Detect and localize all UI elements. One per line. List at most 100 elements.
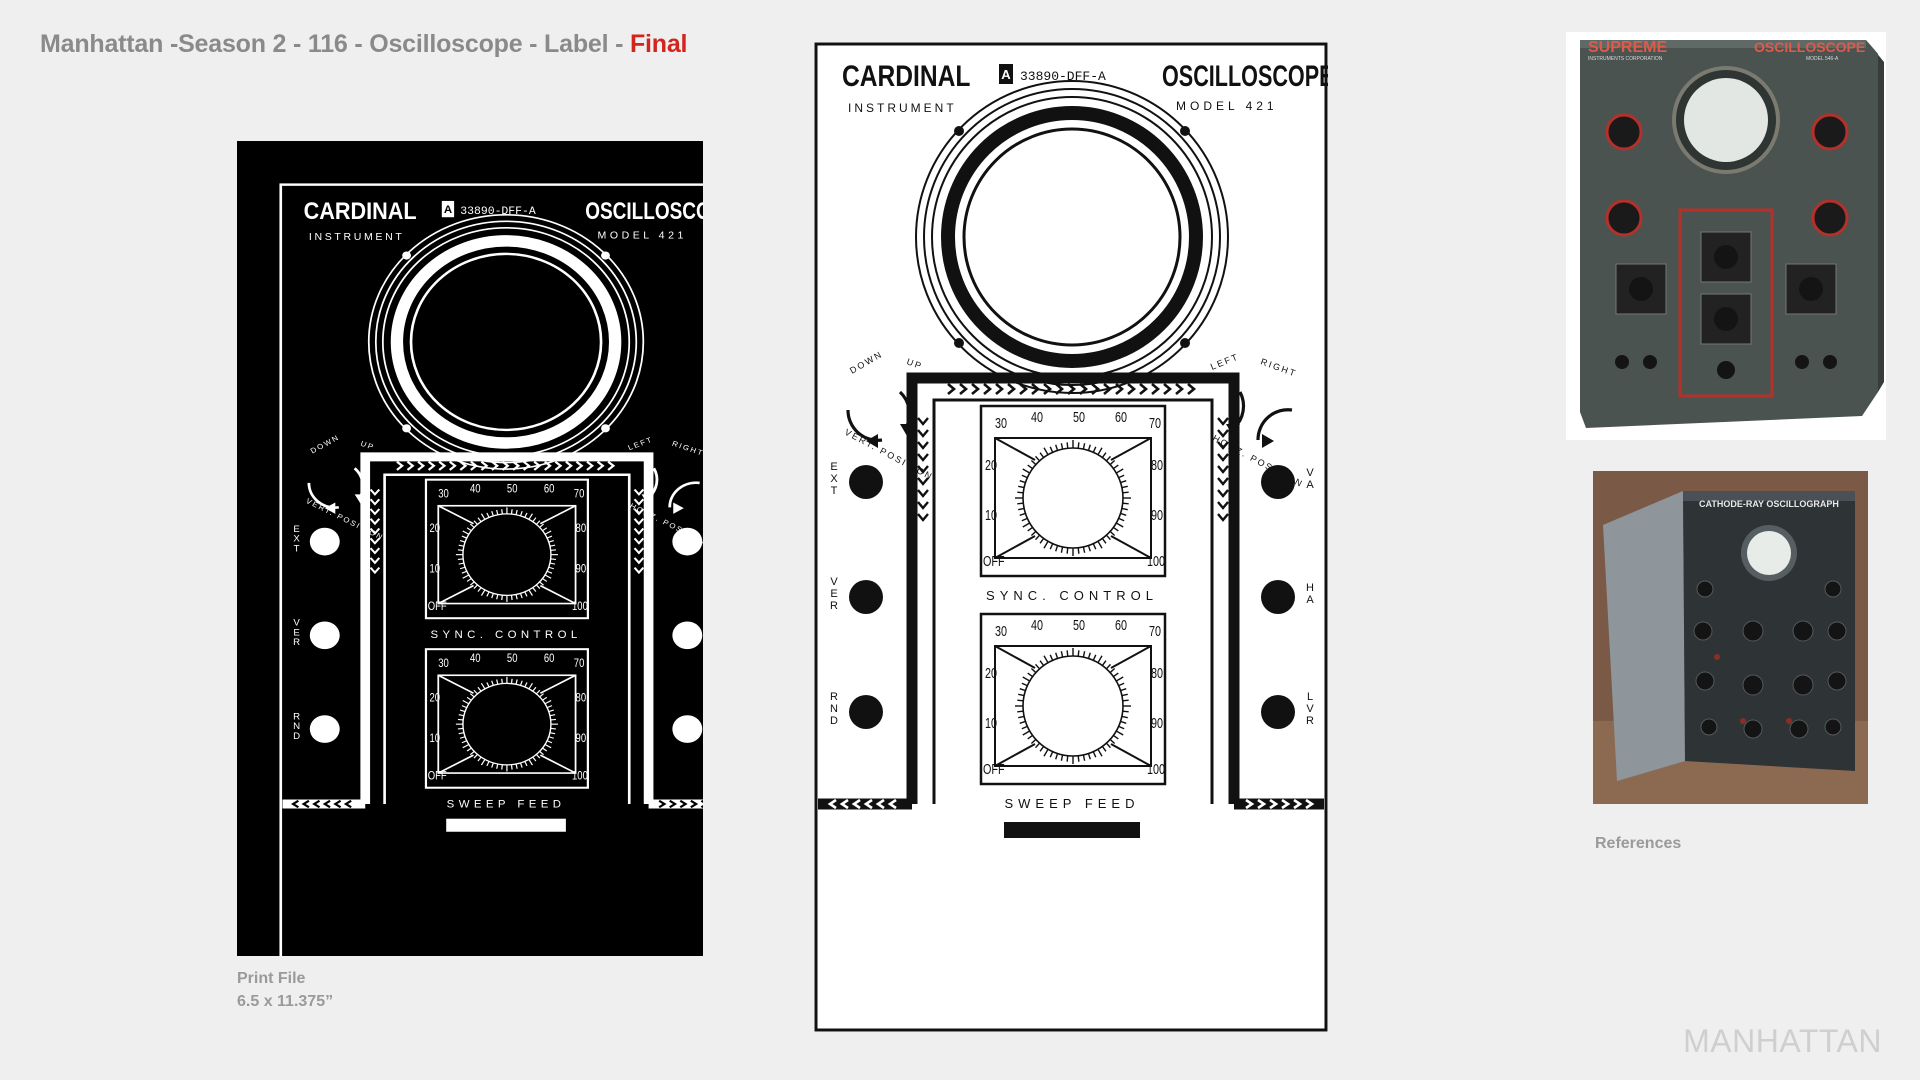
print-border [279,183,703,956]
detail-sweep-dial-tick [1105,742,1111,749]
print-chevron [470,460,478,471]
print-sweep-dial-tick [501,764,503,770]
print-chevron [575,460,584,471]
print-sync-dial-tick [477,517,482,523]
print-sweep-dial-tick-label: 40 [470,652,481,665]
status-final: Final [629,30,688,58]
print-sync-dial-tick-label: 60 [544,483,555,496]
print-badge-box [441,200,455,218]
print-sweep-dial-tick-label: 10 [429,732,440,745]
print-sync-dial-tick [550,549,556,551]
print-sync-dial-tick-label: 10 [429,563,440,576]
detail-sync-dial-frame [979,404,1167,578]
detail-sweep-dial-tick-label: 80 [1151,664,1163,681]
detail-part-number: 33890-DFF-A [1020,69,1106,84]
detail-chevron [917,489,929,498]
print-bezel-ring [374,220,638,464]
detail-sync-dial-tick [1082,546,1086,553]
print-sync-dial-tick [501,509,503,515]
print-sweep-dial-tick [549,732,556,735]
print-sweep-dial-tick [466,696,472,701]
detail-sweep-dial-tick [1120,688,1127,692]
print-sync-dial-tick [510,509,513,515]
detail-chevron [1115,383,1125,395]
detail-chevron [983,383,993,395]
detail-sync-dial-tick [1105,455,1111,462]
print-sync-dial-tick [473,584,478,589]
print-sweep-dial-tick [510,764,513,770]
print-sync-dial-tick [535,584,541,589]
print-sweep-dial-diagonal [539,754,576,774]
print-chevron [633,508,645,516]
print-sweep-dial-tick [469,751,475,756]
print-chevron [369,488,381,496]
print-file-title: Print File [237,970,306,987]
print-sweep-dial-tick [457,718,464,721]
print-sweep-dial-tick [480,759,486,766]
detail-sync-dial-tick [1030,460,1037,466]
detail-sweep-dial-tick-label: 30 [995,622,1007,639]
ref1-model: MODEL 546-A [1806,56,1839,62]
detail-sweep-dial-tick-label: OFF [983,760,1005,777]
print-sweep-dial-tick [491,680,494,686]
detail-sweep-dial-tick [1066,650,1069,657]
manhattan-watermark: MANHATTAN [1683,1023,1882,1059]
detail-badge-box [999,64,1013,84]
detail-chevron [1245,798,1255,810]
print-sync-dial-tick [548,566,554,570]
detail-chevron [917,429,929,438]
detail-sync-dial-tick [1087,545,1091,552]
print-sync-dial-tick-label: 30 [438,488,449,501]
print-sync-dial-tick [550,558,556,560]
print-sync-dial-tick [459,566,466,570]
detail-bezel-thick-ring [941,106,1203,368]
print-chevron [406,460,415,471]
detail-sweep-dial-tick [1082,651,1086,658]
detail-sweep-dial-tick [1105,663,1111,670]
detail-sync-dial-tick [1027,464,1033,470]
print-sweep-dial-tick [461,740,467,744]
detail-sync-dial-tick [1077,547,1080,554]
detail-chevron [1187,383,1197,395]
reference-photo-2: CATHODE-RAY OSCILLOGRAPH [1593,471,1868,804]
print-sweep-dial-tick [457,727,464,730]
detail-sync-dial-tick [1120,512,1127,516]
print-sync-dial-tick [549,562,556,565]
print-sweep-dial-face [462,682,552,766]
print-sweep-dial-tick [550,718,556,721]
print-sync-dial-tick-label: 40 [470,483,481,496]
print-chevron [522,460,531,471]
print-sync-dial-tick [524,591,528,597]
detail-sweep-dial-tick [1021,725,1028,730]
detail-sweep-dial-tick [1122,699,1129,702]
print-sweep-dial-tick [548,709,554,713]
print-sync-dial-tick [462,530,470,535]
print-sync-dial-tick [532,587,537,592]
right-jack [1261,695,1295,729]
detail-sweep-dial-tick-label: 100 [1147,760,1165,777]
left-jack [849,465,883,499]
detail-chevron [1217,417,1229,426]
detail-sweep-dial-tick [1030,668,1037,674]
detail-sweep-dial-tick [1035,663,1041,670]
right-jack [672,715,703,743]
detail-chevron [917,441,929,450]
print-sync-dial-tick [457,558,464,560]
print-sync-dial-tick [501,595,503,601]
print-chevron [369,537,381,545]
left-jack [309,621,340,650]
print-sync-dial-diagonal [539,505,576,525]
detail-sync-dial-tick [1017,502,1024,505]
detail-sync-dial-tick [1049,446,1054,453]
detail-sync-dial-tick [1019,480,1026,484]
detail-chevron [917,453,929,462]
print-chevron [586,460,595,471]
print-bezel-thick-ring [390,235,622,449]
print-chevron [633,488,645,496]
position-arrowhead [866,434,878,448]
detail-sweep-dial-tick-label: 20 [985,664,997,681]
print-bezel-outer-ring [367,213,645,470]
detail-sweep-dial-tick [1120,720,1127,724]
